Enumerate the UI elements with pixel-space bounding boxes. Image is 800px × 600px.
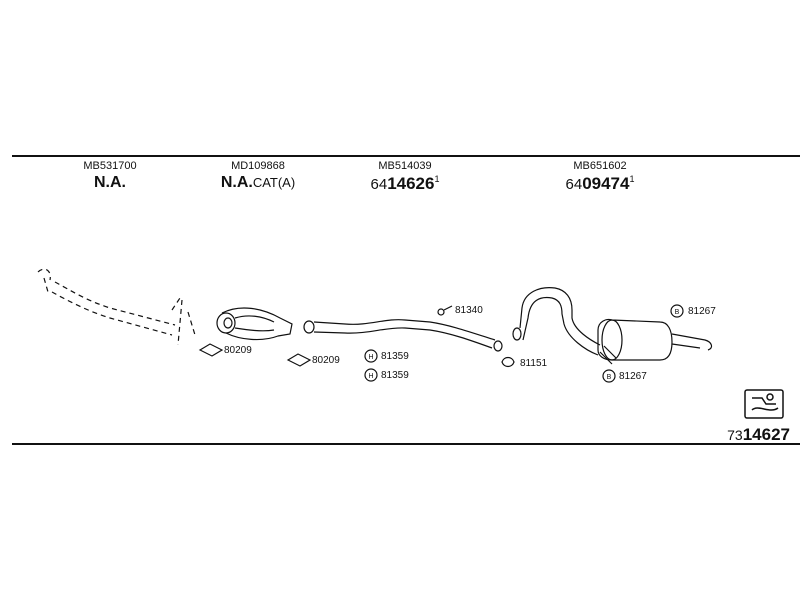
- svg-text:B: B: [607, 374, 612, 381]
- gasket-label: 80209: [224, 345, 252, 356]
- column-header-2: MD109868 N.A.CAT(A): [188, 160, 328, 192]
- mount-label: 81267: [619, 371, 647, 382]
- bolt-icons: [364, 304, 684, 383]
- rear-pipe-with-muffler: [512, 287, 713, 365]
- part-code: N.A.: [94, 174, 126, 191]
- part-code: 64094741: [565, 174, 635, 193]
- gasket-label: 80209: [312, 355, 340, 366]
- part-number: MB514039: [378, 160, 432, 172]
- catalytic-converter: [216, 307, 293, 341]
- bolt-label: 81359: [381, 351, 409, 362]
- exhaust-system-badge-icon: [744, 389, 784, 419]
- column-header-1: MB531700 N.A.: [40, 160, 180, 192]
- ring-label: 81151: [520, 358, 548, 369]
- column-header-4: MB651602 64094741: [530, 160, 670, 194]
- mount-label: 81267: [688, 306, 716, 317]
- intermediate-pipe: [303, 319, 503, 352]
- part-code: 64146261: [370, 174, 440, 193]
- gasket-icons: [198, 343, 515, 368]
- hanger-icon: [437, 305, 453, 316]
- hanger-label: 81340: [455, 305, 483, 316]
- column-header-3: MB514039 64146261: [335, 160, 475, 194]
- svg-text:H: H: [368, 373, 373, 380]
- diagram-reference-number: 7314627: [727, 425, 790, 444]
- part-code: N.A.CAT(A): [220, 174, 296, 191]
- svg-text:H: H: [368, 354, 373, 361]
- part-number: MB531700: [83, 160, 137, 172]
- part-number: MB651602: [573, 160, 627, 172]
- part-number: MD109868: [231, 160, 285, 172]
- bolt-label: 81359: [381, 370, 409, 381]
- top-divider: [12, 155, 800, 157]
- bottom-divider: [12, 443, 800, 445]
- front-pipe-dashed: [37, 268, 196, 346]
- svg-text:B: B: [675, 309, 680, 316]
